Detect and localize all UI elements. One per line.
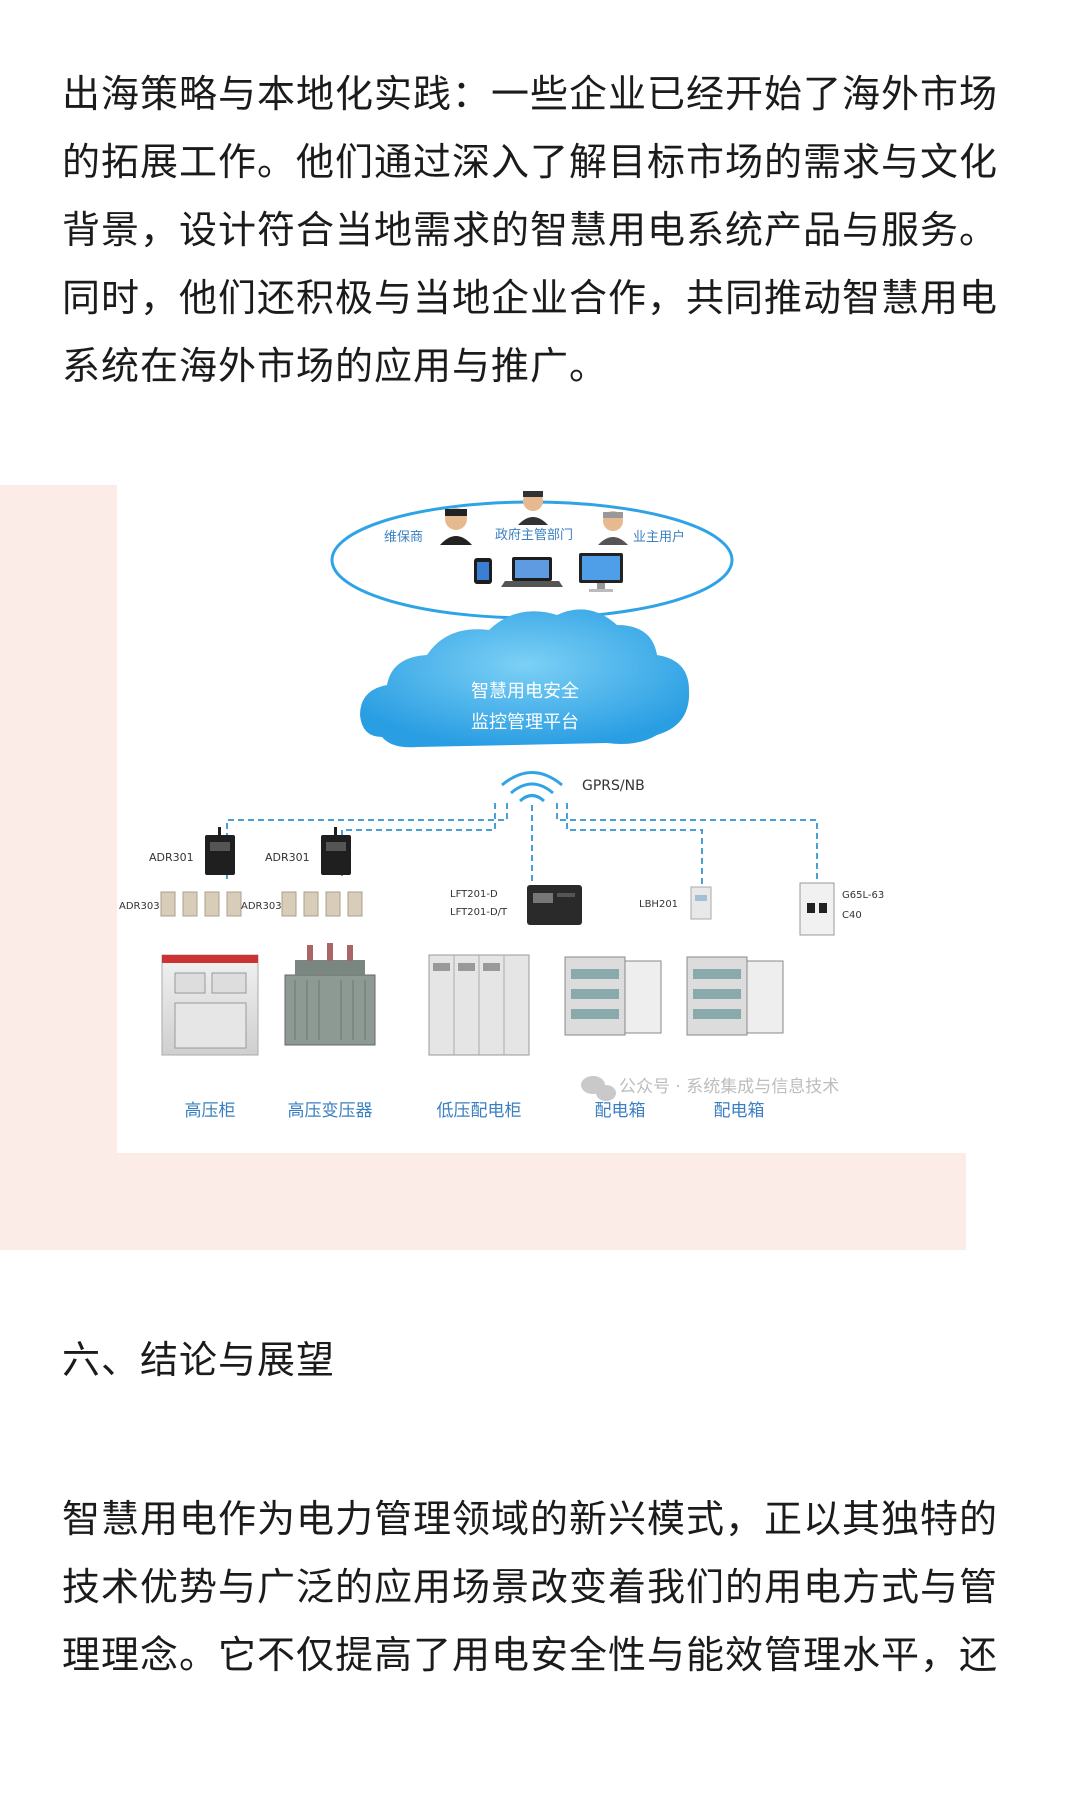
- distribution-box-label-2: 配电箱: [714, 1101, 765, 1121]
- cloud-platform: [360, 609, 690, 748]
- cloud-label-line1: 智慧用电安全: [471, 681, 579, 702]
- maintainer-label: 维保商: [384, 530, 423, 545]
- lbh201-device: [690, 886, 712, 920]
- adr303-modules-a: [160, 891, 242, 917]
- lv-cabinet-image: [428, 954, 530, 1056]
- adr301-device-a: [205, 827, 235, 875]
- lbh201-label: LBH201: [639, 899, 678, 910]
- g65l-label-1: G65L-63: [842, 890, 884, 901]
- lft201-label-2: LFT201-D/T: [450, 907, 508, 918]
- adr303-modules-b: [281, 891, 363, 917]
- hv-cabinet-label: 高压柜: [185, 1101, 236, 1121]
- watermark-text: 公众号 · 系统集成与信息技术: [619, 1077, 839, 1097]
- distribution-box-image-2: [686, 956, 784, 1036]
- distribution-box-image-1: [564, 956, 662, 1036]
- intro-paragraph: 出海策略与本地化实践：一些企业已经开始了海外市场的拓展工作。他们通过深入了解目标…: [62, 72, 999, 388]
- maintainer-person-icon: [440, 508, 472, 545]
- hv-transformer-label: 高压变压器: [288, 1101, 373, 1121]
- cloud-label-line2: 监控管理平台: [471, 712, 579, 733]
- g65l-label-2: C40: [842, 910, 862, 921]
- g65l-breaker: [799, 882, 835, 936]
- hv-transformer-image: [284, 943, 376, 1046]
- adr301-device-b: [321, 827, 351, 875]
- owner-person-icon: [598, 511, 628, 545]
- distribution-box-label-1: 配电箱: [595, 1101, 646, 1121]
- section-heading: 六、结论与展望: [62, 1338, 336, 1382]
- conclusion-paragraph: 智慧用电作为电力管理领域的新兴模式，正以其独特的技术优势与广泛的应用场景改变着我…: [62, 1497, 999, 1677]
- network-label: GPRS/NB: [582, 778, 645, 794]
- owner-label: 业主用户: [633, 529, 685, 545]
- lv-cabinet-label: 低压配电柜: [437, 1101, 522, 1121]
- wireless-signal-icon: [501, 771, 563, 803]
- government-person-icon: [518, 491, 548, 525]
- lft201-label-1: LFT201-D: [450, 889, 498, 900]
- adr303-label-b: ADR303: [241, 901, 282, 912]
- government-label: 政府主管部门: [495, 528, 573, 543]
- laptop-icon: [501, 557, 563, 587]
- lft201-device: [527, 885, 582, 925]
- tablet-icon: [474, 558, 492, 584]
- hv-cabinet-image: [161, 954, 259, 1056]
- adr303-label-a: ADR303: [119, 901, 160, 912]
- wechat-icon: [581, 1076, 616, 1101]
- adr301-label-a: ADR301: [149, 851, 194, 864]
- dashed-connections: [226, 803, 818, 885]
- desktop-monitor-icon: [579, 553, 623, 592]
- adr301-label-b: ADR301: [265, 851, 310, 864]
- system-diagram: 维保商 政府主管部门 业主用户 智慧用电安全 监控管理平台: [117, 485, 966, 1153]
